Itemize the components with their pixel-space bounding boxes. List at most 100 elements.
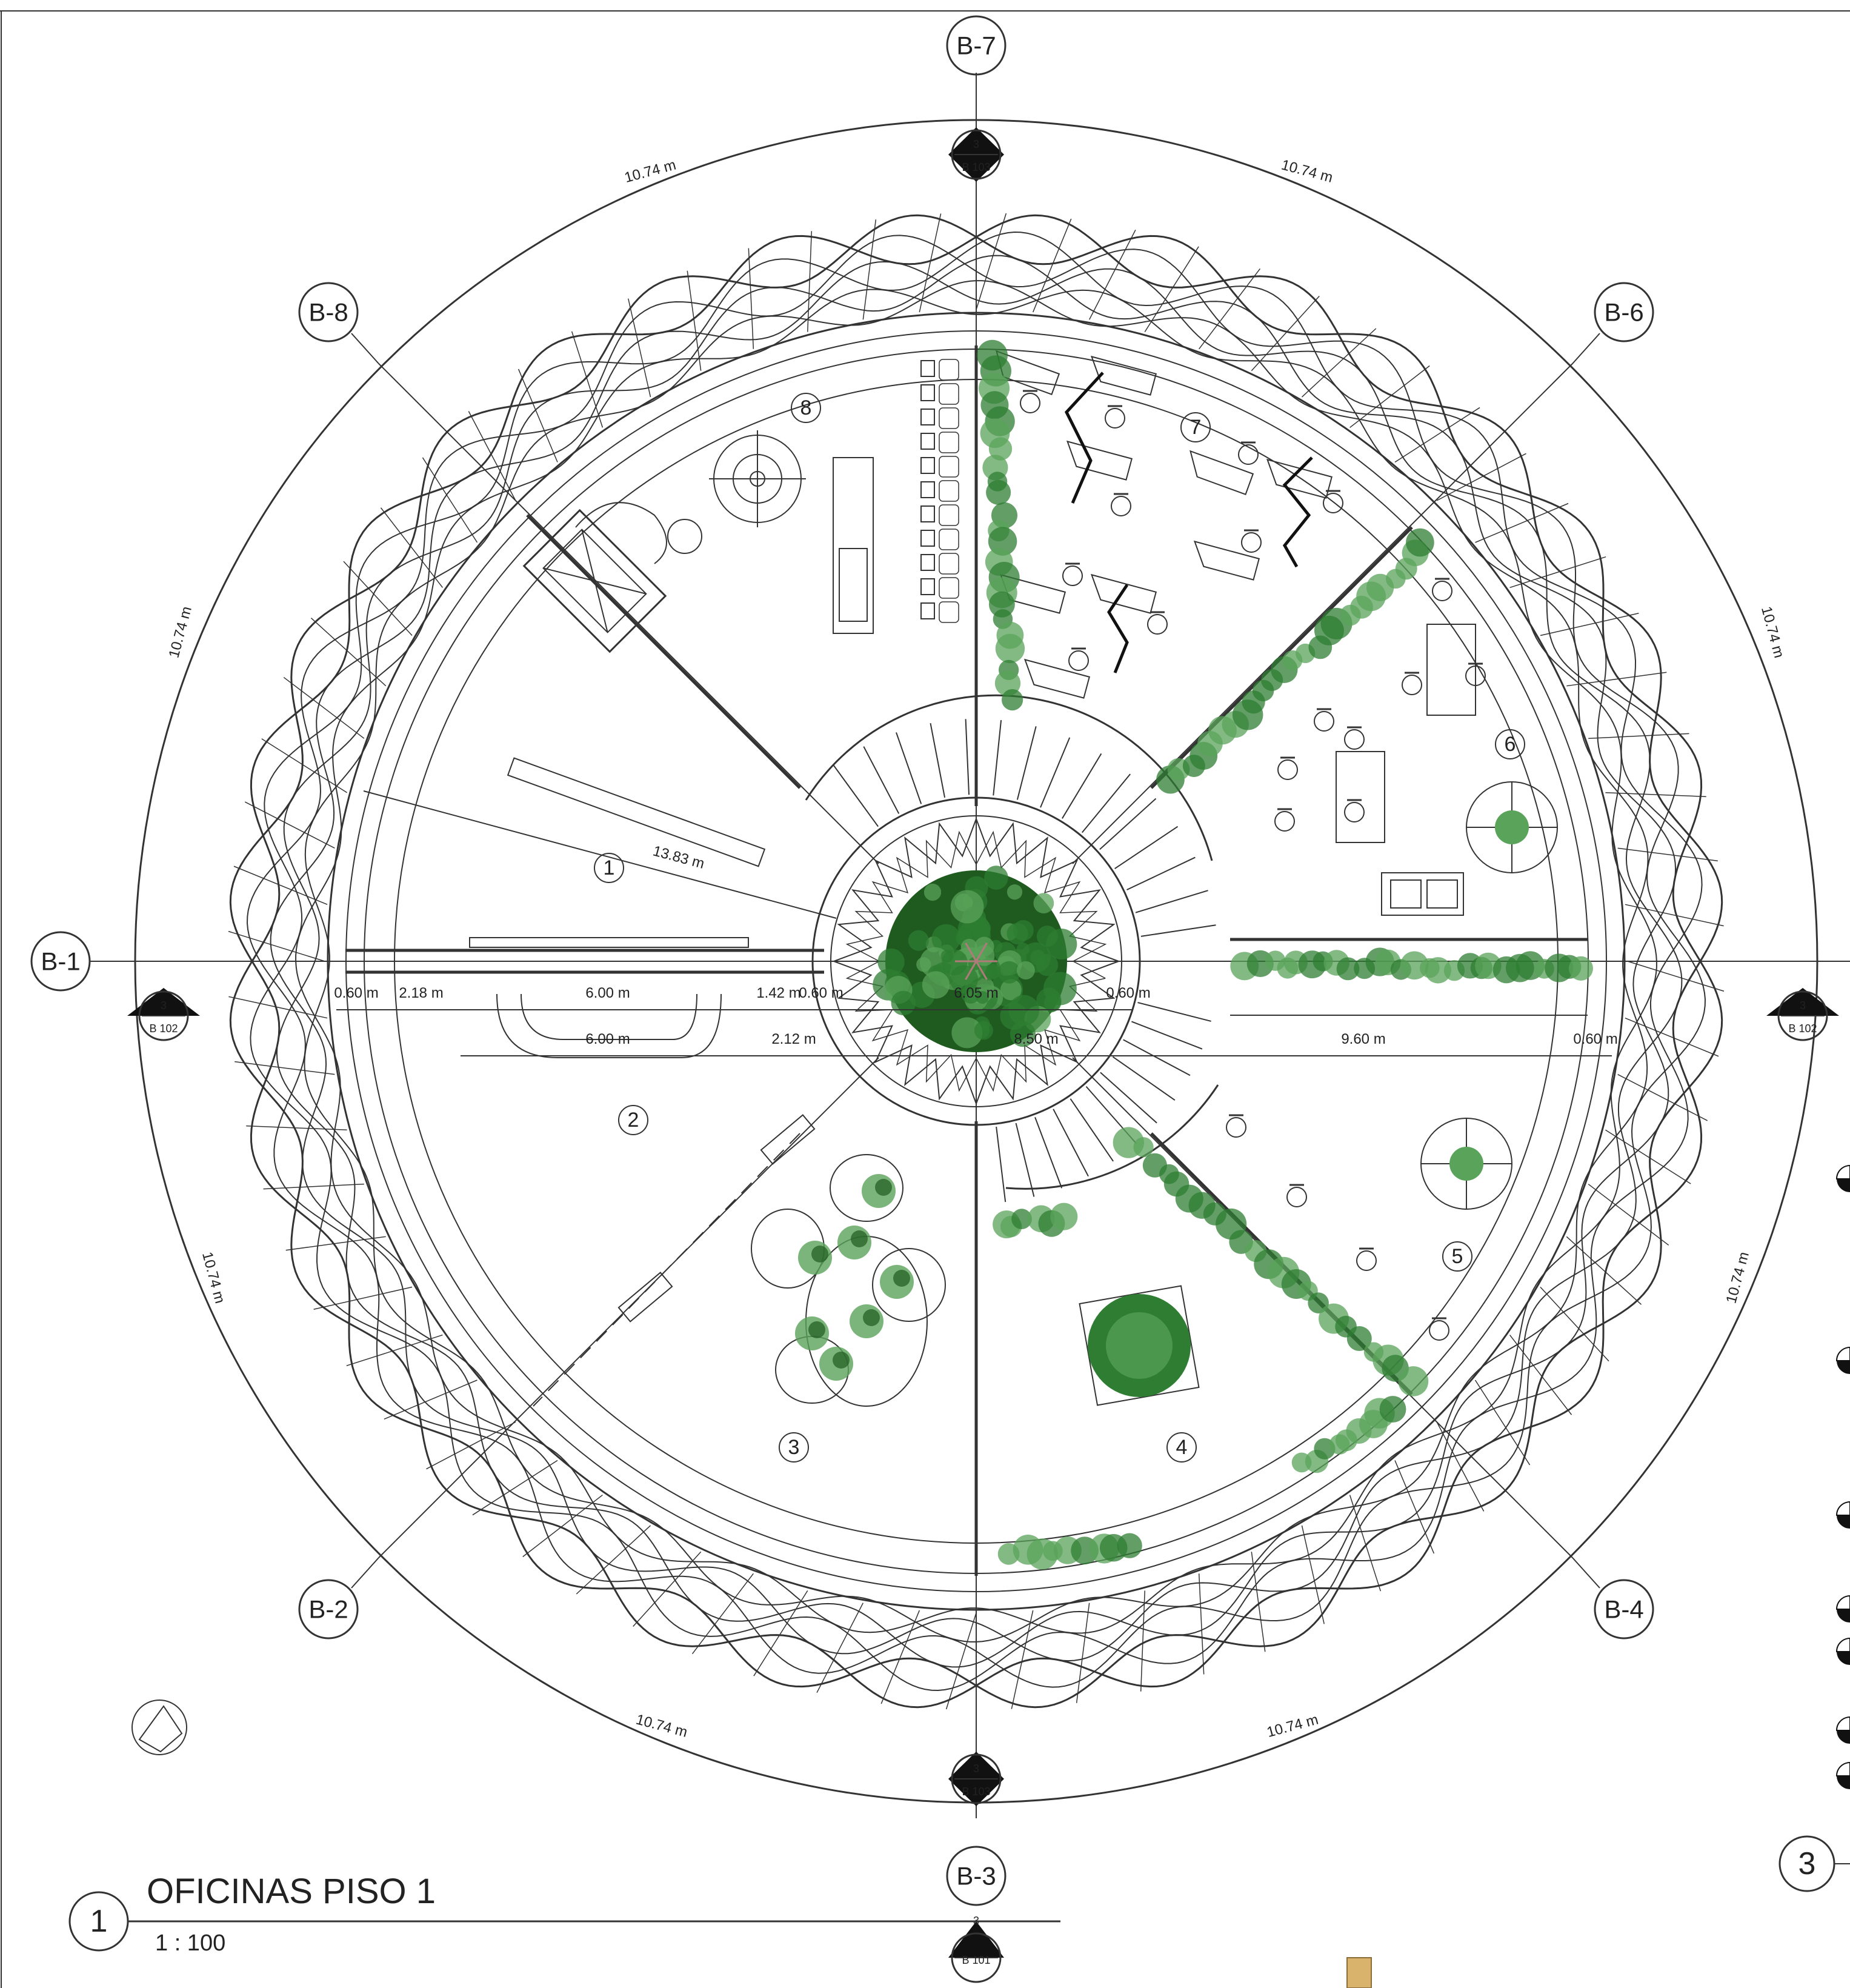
svg-text:8.50 m: 8.50 m bbox=[1014, 1031, 1058, 1047]
facade-strut bbox=[422, 457, 478, 543]
facade-strut bbox=[263, 1183, 364, 1190]
planter-strip-room7 bbox=[988, 527, 1017, 556]
foliage-blob bbox=[1036, 926, 1058, 947]
facade-strut bbox=[748, 248, 754, 349]
facade-strut bbox=[1540, 1286, 1609, 1362]
foliage-blob bbox=[942, 949, 968, 976]
stair-tread bbox=[1034, 1116, 1063, 1189]
facade-strut bbox=[346, 1334, 443, 1367]
facade-strut bbox=[1394, 407, 1480, 463]
room8-furniture bbox=[522, 430, 874, 653]
svg-text:B-1: B-1 bbox=[41, 947, 80, 976]
office-chair bbox=[1274, 811, 1295, 832]
svg-text:B 101: B 101 bbox=[962, 1954, 990, 1966]
facade-strut bbox=[228, 996, 328, 1019]
svg-text:7: 7 bbox=[1190, 416, 1202, 439]
facade-strut bbox=[1617, 847, 1718, 862]
svg-text:0.60 m: 0.60 m bbox=[334, 985, 378, 1001]
facade-strut bbox=[1144, 246, 1199, 333]
svg-text:6: 6 bbox=[1505, 733, 1516, 756]
facade-strut bbox=[1251, 1552, 1266, 1652]
facade-strut bbox=[1076, 1603, 1090, 1703]
room4-tree-planter bbox=[1079, 1285, 1200, 1406]
facade-strut bbox=[310, 618, 387, 687]
facade-strut bbox=[1588, 1184, 1669, 1246]
facade-strut bbox=[1605, 1129, 1691, 1184]
stair-tread bbox=[993, 720, 1002, 796]
facade-strut bbox=[1011, 1610, 1034, 1709]
facade-strut bbox=[1251, 295, 1320, 372]
facade-strut bbox=[1349, 365, 1430, 429]
facade-strut bbox=[1540, 613, 1639, 636]
section-mark-bottom-edge: 3B 101 bbox=[948, 1915, 1004, 1983]
facade-strut bbox=[1140, 1590, 1145, 1692]
facade-strut bbox=[1625, 904, 1724, 927]
facade-strut bbox=[816, 1603, 863, 1693]
foliage-blob bbox=[923, 883, 942, 901]
svg-text:B 102: B 102 bbox=[149, 1022, 178, 1035]
svg-text:B-3: B-3 bbox=[956, 1862, 996, 1890]
chair bbox=[920, 409, 935, 425]
svg-text:10.74 m: 10.74 m bbox=[1758, 605, 1788, 660]
grid-bubble-b6: B-6 bbox=[1572, 282, 1654, 364]
meeting-table bbox=[1426, 624, 1476, 716]
seat-cushion bbox=[939, 359, 959, 381]
facade-strut bbox=[628, 298, 651, 398]
seat-cushion bbox=[939, 407, 959, 429]
stair-tread bbox=[1131, 1021, 1203, 1050]
room-tag-1: 1 bbox=[594, 853, 624, 883]
stair-tread bbox=[1123, 1039, 1191, 1076]
seat-cushion bbox=[939, 432, 959, 453]
facade-strut bbox=[571, 331, 604, 428]
facade-strut bbox=[753, 1590, 808, 1676]
grid-bubbles: B-7 B-6 B-8 B-1 B-2 B-3 B-4 bbox=[30, 15, 1654, 1906]
svg-text:6.05 m: 6.05 m bbox=[954, 985, 998, 1001]
facade-strut bbox=[426, 1421, 516, 1470]
foliage-blob bbox=[931, 924, 960, 953]
stair-tread bbox=[1140, 924, 1216, 937]
seat-cushion bbox=[939, 577, 959, 599]
stair-tread bbox=[896, 732, 922, 804]
foliage-blob bbox=[974, 1021, 993, 1040]
svg-text:B-2: B-2 bbox=[308, 1595, 348, 1624]
svg-text:B-4: B-4 bbox=[1604, 1595, 1643, 1624]
facade-strut bbox=[576, 1525, 651, 1595]
atrium-ring bbox=[830, 815, 1122, 1107]
tree-trunk-branch bbox=[965, 961, 977, 981]
foliage-blob bbox=[1043, 994, 1062, 1012]
office-chair bbox=[1020, 393, 1040, 413]
seat-cushion bbox=[939, 480, 959, 502]
svg-text:6.00 m: 6.00 m bbox=[585, 1031, 630, 1047]
side-view-marker-number: 3 bbox=[1798, 1846, 1816, 1881]
svg-text:B-8: B-8 bbox=[308, 298, 348, 327]
planter-strip-room7 bbox=[986, 479, 1011, 505]
planter-strip-room5-top bbox=[1425, 957, 1451, 984]
foliage-blob bbox=[984, 866, 1008, 890]
room-tag-2: 2 bbox=[618, 1105, 648, 1135]
shrub-core bbox=[851, 1230, 868, 1247]
stair-tread bbox=[1114, 826, 1179, 869]
svg-text:B 103: B 103 bbox=[962, 1786, 990, 1798]
office-chair bbox=[1429, 1320, 1449, 1341]
facade-strut bbox=[1349, 1495, 1382, 1592]
svg-text:B 102: B 102 bbox=[1788, 1022, 1817, 1035]
foliage-blob bbox=[1007, 884, 1023, 900]
section-mark-left: 3B 102 bbox=[127, 988, 200, 1041]
stair-tread bbox=[930, 723, 946, 798]
svg-text:10.74 m: 10.74 m bbox=[165, 605, 195, 660]
stair-tread bbox=[996, 1126, 1007, 1202]
svg-text:10.74 m: 10.74 m bbox=[1265, 1711, 1320, 1741]
foliage-blob bbox=[1010, 1021, 1036, 1047]
chair bbox=[920, 505, 935, 522]
svg-text:8: 8 bbox=[800, 396, 812, 419]
desk-workstation bbox=[1090, 573, 1157, 614]
office-chair bbox=[1286, 1187, 1307, 1207]
section-half-marker-top bbox=[1835, 1595, 1850, 1610]
foliage-blob bbox=[985, 964, 1001, 979]
shrub-core bbox=[893, 1270, 910, 1287]
office-chair bbox=[1111, 496, 1131, 516]
seat-cushion bbox=[939, 553, 959, 575]
desk-workstation bbox=[1090, 355, 1157, 396]
foliage-blob bbox=[950, 890, 984, 924]
